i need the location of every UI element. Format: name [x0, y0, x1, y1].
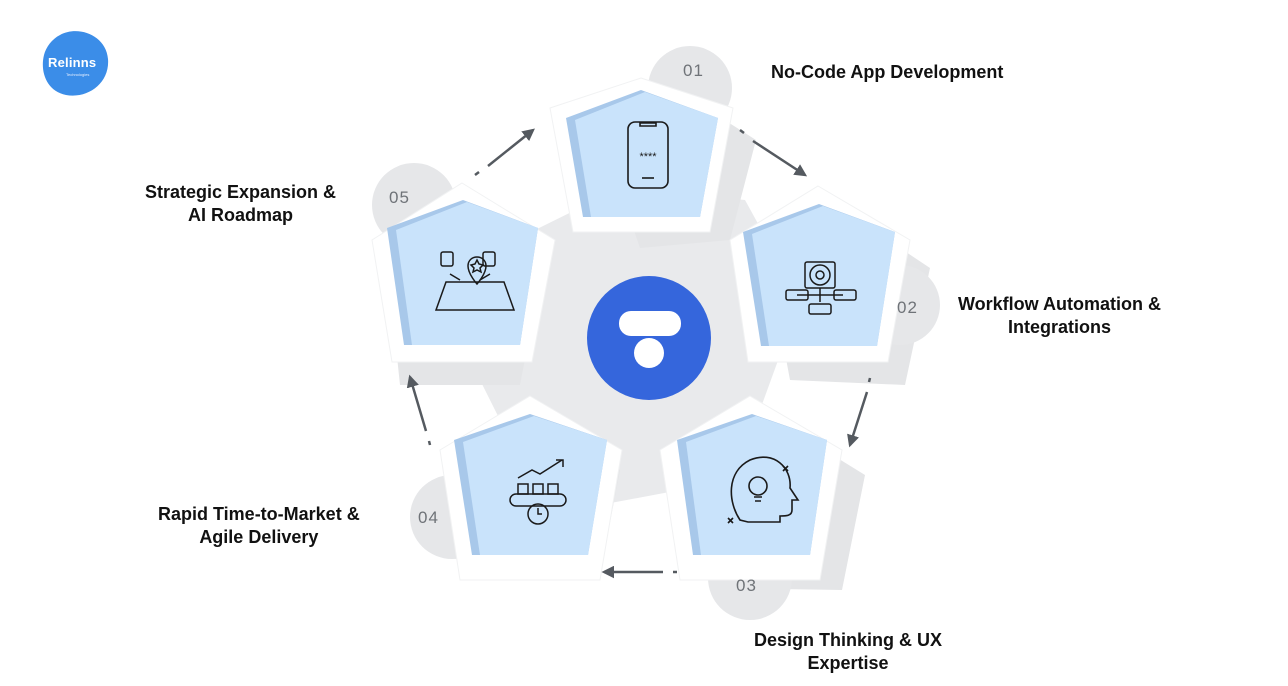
- workflow-gear-icon: [785, 261, 857, 315]
- svg-text:****: ****: [639, 151, 657, 163]
- step-02-number: 02: [897, 298, 918, 317]
- step-01-number: 01: [683, 61, 704, 80]
- step-03-title: Design Thinking & UX Expertise: [754, 630, 943, 673]
- step-05-number: 05: [389, 188, 410, 207]
- pentagon-03: [677, 414, 827, 555]
- step-04-title: Rapid Time-to-Market & Agile Delivery: [158, 504, 360, 547]
- step-02-title: Workflow Automation & Integrations: [958, 294, 1161, 337]
- step-05-title: Strategic Expansion & AI Roadmap: [145, 182, 337, 225]
- logo-name: Relinns: [48, 55, 97, 70]
- arrow-05-to-01: [474, 130, 533, 176]
- flutterflow-logo-icon: [619, 311, 681, 368]
- logo-tagline: Technologies: [66, 72, 90, 77]
- pentagon-02: [743, 204, 895, 346]
- pentagon-05: [387, 200, 538, 345]
- arrow-01-to-02: [739, 129, 805, 175]
- arrow-04-to-05: [410, 377, 432, 446]
- map-strategy-icon: [434, 251, 516, 311]
- head-lightbulb-icon: [727, 456, 800, 524]
- step-04-number: 04: [418, 508, 439, 527]
- smartphone-password-icon: ****: [627, 121, 669, 189]
- logo-blob-icon: [42, 31, 109, 96]
- pentagon-04: [454, 414, 607, 555]
- relinns-logo[interactable]: Relinns Technologies: [40, 29, 112, 99]
- cycle-arrows: [410, 129, 872, 572]
- step-03-number: 03: [736, 576, 757, 595]
- step-01-title: No-Code App Development: [771, 62, 1004, 82]
- conveyor-growth-icon: [509, 459, 567, 525]
- arrow-02-to-03: [850, 377, 872, 445]
- pentagon-01: [566, 90, 718, 217]
